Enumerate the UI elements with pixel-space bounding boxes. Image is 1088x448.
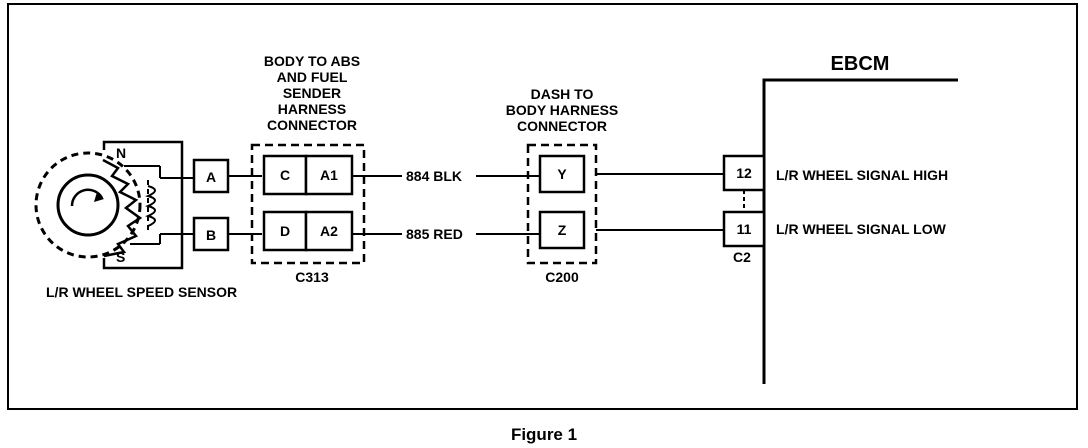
- ebcm-connector-id: C2: [733, 249, 751, 265]
- wire-884-label: 884 BLK: [406, 168, 462, 184]
- c313-pin-a2: [304, 210, 354, 252]
- c200-pin-y: [538, 154, 586, 194]
- rotor-icon: [56, 173, 120, 237]
- signal-high-label: L/R WHEEL SIGNAL HIGH: [776, 167, 948, 183]
- c200-title-line-1: DASH TO: [531, 86, 594, 102]
- ebcm-pin-11-label: 11: [737, 221, 752, 237]
- c313-pin-a1-label: A1: [320, 167, 338, 183]
- c313-id: C313: [295, 269, 329, 285]
- c200-id: C200: [545, 269, 579, 285]
- sensor-pin-b: [192, 216, 230, 252]
- c313-title-line-4: HARNESS: [278, 101, 346, 117]
- sensor-pin-a-label: A: [206, 169, 216, 185]
- c200-title-line-3: CONNECTOR: [517, 118, 607, 134]
- ebcm-pin-11: [722, 210, 766, 248]
- pole-n-label: N: [116, 145, 126, 161]
- diagram-frame: [7, 3, 1078, 410]
- c200-pin-z-label: Z: [558, 222, 567, 238]
- ebcm-module: EBCM 12 11 C2 L/R WHEEL SIGNAL HIGH L/R …: [722, 53, 958, 384]
- signal-low-label: L/R WHEEL SIGNAL LOW: [776, 221, 947, 237]
- c313-pin-c-label: C: [280, 167, 290, 183]
- sensor-label: L/R WHEEL SPEED SENSOR: [46, 284, 237, 300]
- magnet-teeth-icon: [102, 158, 143, 258]
- sensor-pin-b-label: B: [206, 227, 216, 243]
- coil-icon: [145, 185, 156, 227]
- c200-title-line-2: BODY HARNESS: [506, 102, 619, 118]
- c313-pin-d-label: D: [280, 223, 290, 239]
- c313-pin-d: [262, 210, 308, 252]
- c313-title-line-1: BODY TO ABS: [264, 53, 360, 69]
- c313-title-line-5: CONNECTOR: [267, 117, 357, 133]
- connector-c313: BODY TO ABS AND FUEL SENDER HARNESS CONN…: [250, 53, 366, 285]
- connector-c200: DASH TO BODY HARNESS CONNECTOR Y Z C200: [506, 86, 619, 285]
- c313-title-line-3: SENDER: [283, 85, 341, 101]
- wire-885-label: 885 RED: [406, 226, 463, 242]
- ebcm-outline: [762, 78, 958, 384]
- figure-caption: Figure 1: [511, 425, 577, 444]
- arrow-head-icon: [94, 192, 104, 202]
- c200-pin-y-label: Y: [557, 166, 567, 182]
- c200-housing: [526, 143, 598, 265]
- sensor-housing: [102, 140, 184, 270]
- c313-housing: [250, 143, 366, 265]
- c313-title-line-2: AND FUEL: [277, 69, 348, 85]
- c313-pin-a2-label: A2: [320, 223, 338, 239]
- ebcm-title: EBCM: [831, 53, 890, 75]
- c313-pin-a1: [304, 154, 354, 196]
- tone-ring-icon: [34, 151, 142, 259]
- pole-s-label: S: [116, 249, 125, 265]
- ebcm-pin-12-label: 12: [736, 165, 752, 181]
- c200-pin-z: [538, 210, 586, 250]
- wheel-speed-sensor: N S A B L/R WHEEL SPEED SENSOR: [34, 140, 237, 300]
